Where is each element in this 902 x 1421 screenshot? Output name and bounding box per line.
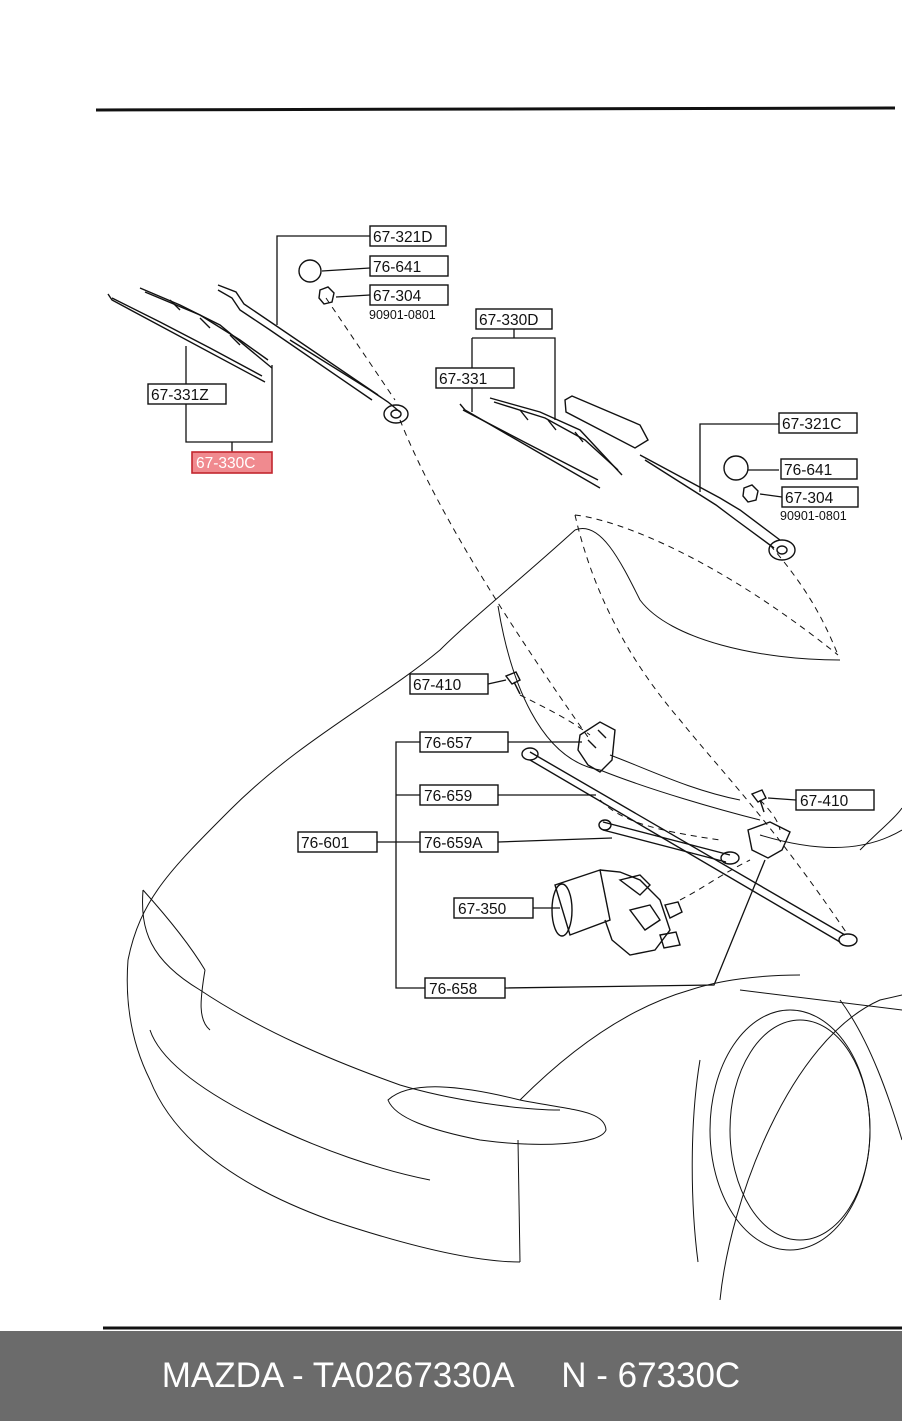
label-76-641-right: 76-641 [780,458,858,480]
label-67-410-left: 67-410 [409,673,489,695]
cap-76-641-left [298,259,322,283]
svg-text:76-658: 76-658 [429,981,477,998]
svg-text:76-641: 76-641 [784,462,832,479]
svg-text:67-330D: 67-330D [479,312,538,329]
svg-text:67-321C: 67-321C [782,416,841,433]
svg-text:67-330C: 67-330C [196,455,255,472]
label-67-321D: 67-321D [369,225,447,247]
wiper-linkage [521,721,858,947]
top-rule [95,106,896,112]
svg-text:76-659A: 76-659A [424,835,483,852]
svg-text:67-410: 67-410 [800,793,849,810]
right-wiper-blade [459,397,623,489]
label-67-330D: 67-330D [475,308,553,330]
svg-text:76-641: 76-641 [373,259,421,276]
label-76-641-left: 76-641 [369,255,449,277]
nut-67-304-left [318,286,335,305]
wiper-parts-diagram: 67-321D 76-641 67-304 90901-0801 67-331Z… [95,106,902,1330]
nut-67-304-right [742,484,759,503]
svg-text:67-321D: 67-321D [373,229,432,246]
svg-text:76-601: 76-601 [301,835,349,852]
label-76-659A: 76-659A [419,831,499,853]
svg-text:67-410: 67-410 [413,677,462,694]
label-76-601: 76-601 [297,831,378,853]
footer-part-number-bar: MAZDA - TA0267330A N - 67330C [0,1331,902,1421]
label-76-659: 76-659 [419,784,499,806]
label-76-658: 76-658 [424,977,506,999]
bolt-67-410-left [504,671,521,695]
label-67-321C: 67-321C [778,412,858,434]
label-76-657: 76-657 [419,731,509,753]
leader-lines [185,235,797,989]
right-wiper-arm [564,395,796,561]
bolt-67-410-right [750,789,767,813]
label-67-331: 67-331 [435,367,515,389]
svg-text:76-659: 76-659 [424,788,472,805]
label-67-304-left: 67-304 [369,284,449,306]
label-67-304-right: 67-304 [781,486,859,508]
cap-76-641-right [723,455,749,481]
svg-text:76-657: 76-657 [424,735,472,752]
svg-text:67-350: 67-350 [458,901,507,918]
svg-text:67-331Z: 67-331Z [151,387,209,404]
car-body-outline [126,527,902,1301]
wiper-motor [551,869,683,956]
left-wiper-blade [107,287,273,383]
sublabel-90901-0801-left: 90901-0801 [369,308,436,322]
svg-text:67-304: 67-304 [373,288,422,305]
svg-text:67-331: 67-331 [439,371,487,388]
sublabel-90901-0801-right: 90901-0801 [780,509,847,523]
svg-text:67-304: 67-304 [785,490,834,507]
label-67-331Z: 67-331Z [147,383,227,405]
label-67-410-right: 67-410 [795,789,875,811]
left-wiper-arm [217,284,409,424]
label-67-350: 67-350 [453,897,534,919]
label-67-330C-highlighted[interactable]: 67-330C [191,451,273,474]
